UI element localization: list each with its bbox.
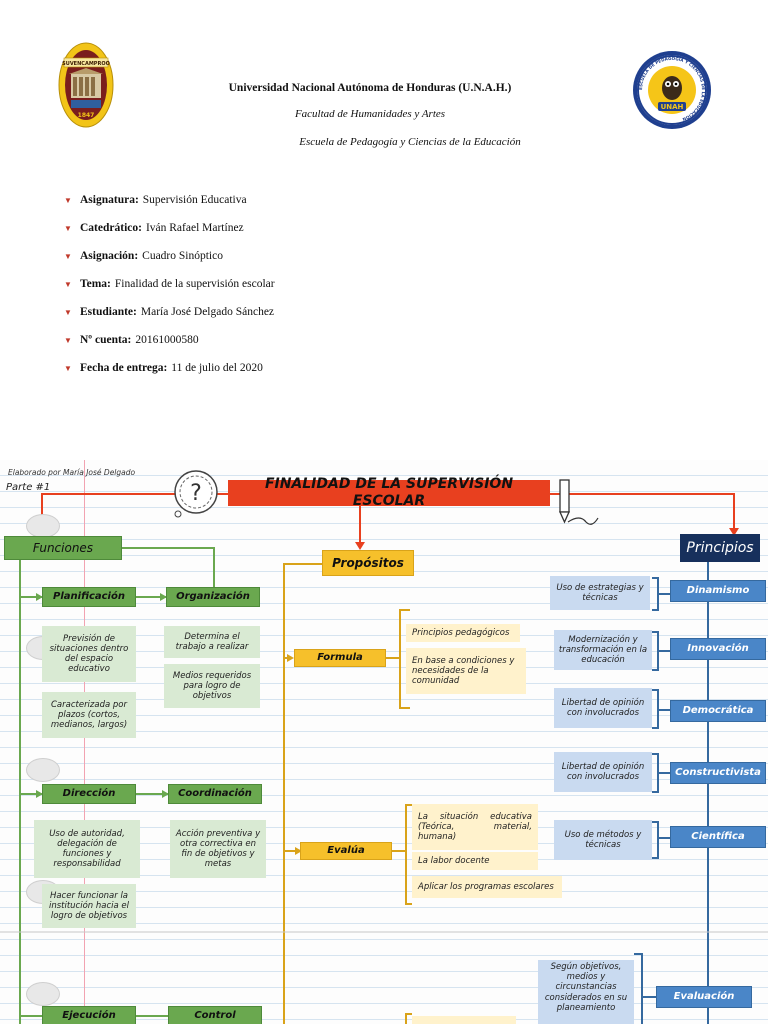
principio-description: Uso de métodos y técnicas <box>554 820 652 860</box>
arrow-bullet-icon: ▼ <box>64 223 72 233</box>
arrow-bullet-icon: ▼ <box>64 279 72 289</box>
organizacion-detail: Determina el trabajo a realizar <box>164 626 260 658</box>
propositos-detail-partial <box>412 1016 516 1024</box>
margin-hole <box>26 758 60 782</box>
list-item: ▼ Asignación:Cuadro Sinóptico <box>64 242 275 270</box>
meta-label: Catedrático: <box>80 222 142 234</box>
meta-label: Fecha de entrega: <box>80 362 168 374</box>
evalua-detail: La labor docente <box>412 852 538 870</box>
list-item: ▼ Nº cuenta:20161000580 <box>64 326 275 354</box>
meta-label: Estudiante: <box>80 306 137 318</box>
principio-description: Uso de estrategias y técnicas <box>550 576 650 610</box>
meta-label: Asignatura: <box>80 194 139 206</box>
margin-hole <box>26 514 60 538</box>
arrow-bullet-icon: ▼ <box>64 195 72 205</box>
direccion-detail: Hacer funcionar la institución hacia el … <box>42 884 136 928</box>
meta-label: Nº cuenta: <box>80 334 132 346</box>
meta-value: 20161000580 <box>135 334 199 346</box>
principio-innovacion: Innovación <box>670 638 766 660</box>
principios-heading: Principios <box>680 534 760 562</box>
seal-year: 1847 <box>78 112 95 119</box>
arrow-bullet-icon: ▼ <box>64 307 72 317</box>
funciones-heading: Funciones <box>4 536 122 560</box>
list-item: ▼ Asignatura:Supervisión Educativa <box>64 186 275 214</box>
list-item: ▼ Fecha de entrega:11 de julio del 2020 <box>64 354 275 382</box>
direccion-box: Dirección <box>42 784 136 804</box>
organizacion-box: Organización <box>166 587 260 607</box>
meta-value: María José Delgado Sánchez <box>140 306 275 318</box>
list-item: ▼ Catedrático:Iván Rafael Martínez <box>64 214 275 242</box>
author-note: Elaborado por María José Delgado <box>8 468 136 477</box>
part-label: Parte #1 <box>6 482 51 493</box>
margin-hole <box>26 982 60 1006</box>
principio-description: Según objetivos, medios y circunstancias… <box>538 960 634 1024</box>
meta-value: Cuadro Sinóptico <box>142 250 223 262</box>
diagram-title: FINALIDAD DE LA SUPERVISIÓN ESCOLAR <box>228 476 550 509</box>
list-item: ▼ Estudiante:María José Delgado Sánchez <box>64 298 275 326</box>
notebook-margin-line <box>84 460 85 1024</box>
propositos-heading: Propósitos <box>322 550 414 576</box>
planificacion-detail: Caracterizada por plazos (cortos, median… <box>42 692 136 738</box>
pencil-icon <box>558 479 599 525</box>
synoptic-chart: Elaborado por María José Delgado Parte #… <box>0 460 768 1024</box>
assignment-details-list: ▼ Asignatura:Supervisión Educativa ▼ Cated… <box>64 186 275 382</box>
organizacion-detail: Medios requeridos para logro de objetivo… <box>164 664 260 708</box>
seal-banner-text: SUVENCAMPROO <box>62 61 110 67</box>
formula-detail: En base a condiciones y necesidades de l… <box>406 648 526 694</box>
list-item: ▼ Tema:Finalidad de la supervisión escola… <box>64 270 275 298</box>
control-box: Control <box>168 1006 262 1024</box>
coordinacion-detail: Acción preventiva y otra correctiva en f… <box>170 820 266 878</box>
university-seal-left: SUVENCAMPROO 1847 <box>58 42 114 128</box>
meta-value: 11 de julio del 2020 <box>171 362 263 374</box>
university-name: Universidad Nacional Autónoma de Hondura… <box>228 82 512 94</box>
arrow-bullet-icon: ▼ <box>64 251 72 261</box>
school-seal-right: ESCUELA DE PEDAGOGÍA Y CIENCIAS DE LA ED… <box>633 51 711 129</box>
formula-box: Formula <box>294 649 386 667</box>
connector-lines <box>0 493 768 1024</box>
meta-label: Asignación: <box>80 250 139 262</box>
meta-value: Finalidad de la supervisión escolar <box>114 278 275 290</box>
principio-democratica: Democrática <box>670 700 766 722</box>
ejecucion-box: Ejecución <box>42 1006 136 1024</box>
meta-value: Supervisión Educativa <box>142 194 247 206</box>
principio-evaluacion: Evaluación <box>656 986 752 1008</box>
planificacion-box: Planificación <box>42 587 136 607</box>
principio-constructivista: Constructivista <box>670 762 766 784</box>
evalua-detail: Aplicar los programas escolares <box>412 876 562 898</box>
principio-cientifica: Científica <box>670 826 766 848</box>
principio-description: Modernización y transformación en la edu… <box>554 630 652 670</box>
principio-dinamismo: Dinamismo <box>670 580 766 602</box>
arrow-bullet-icon: ▼ <box>64 363 72 373</box>
meta-label: Tema: <box>80 278 111 290</box>
seal-wordmark: UNAH <box>661 103 684 111</box>
thinking-bubble-icon: ? <box>174 470 218 518</box>
evalua-detail: La situación educativa (Teórica, materia… <box>412 804 538 850</box>
arrow-bullet-icon: ▼ <box>64 335 72 345</box>
faculty-name: Facultad de Humanidades y Artes <box>294 108 446 120</box>
coordinacion-box: Coordinación <box>168 784 262 804</box>
principio-description: Libertad de opinión con involucrados <box>554 752 652 792</box>
direccion-detail: Uso de autoridad, delegación de funcione… <box>34 820 140 878</box>
formula-detail: Principios pedagógicos <box>406 624 520 642</box>
meta-value: Iván Rafael Martínez <box>145 222 244 234</box>
school-name: Escuela de Pedagogía y Ciencias de la Ed… <box>299 136 521 148</box>
principio-description: Libertad de opinión con involucrados <box>554 688 652 728</box>
evalua-box: Evalúa <box>300 842 392 860</box>
planificacion-detail: Previsión de situaciones dentro del espa… <box>42 626 136 682</box>
svg-text:?: ? <box>190 481 202 506</box>
